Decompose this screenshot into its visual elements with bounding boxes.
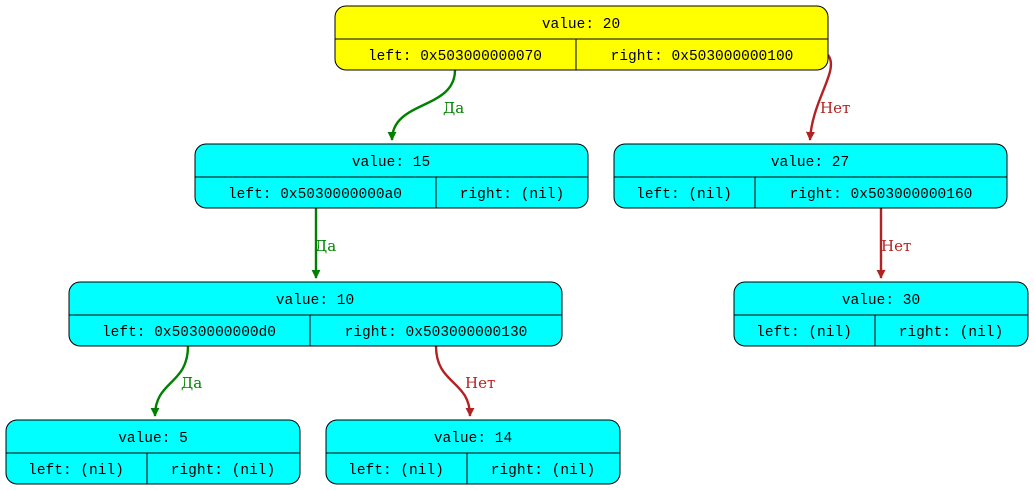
node-left-pointer: left: 0x5030000000d0 [102,325,276,341]
node-right-pointer: right: 0x503000000160 [790,187,973,203]
node-value: value: 30 [842,293,920,309]
edge-label-no: Нет [465,374,495,392]
node-value: value: 20 [542,17,620,33]
node-left-pointer: left: 0x5030000000a0 [228,187,402,203]
node-box [325,419,621,485]
node-left-pointer: left: (nil) [636,187,732,203]
node-value: value: 14 [434,431,512,447]
node-box [194,143,589,209]
edge-20-to-15: Да [387,69,464,141]
edge-label-yes: Да [181,374,202,392]
tree-node-20: value: 20 left: 0x503000000070 right: 0x… [334,5,829,71]
tree-node-15: value: 15 left: 0x5030000000a0 right: (n… [194,143,589,209]
node-box [68,281,563,347]
node-right-pointer: right: 0x503000000100 [611,49,794,65]
tree-node-30: value: 30 left: (nil) right: (nil) [733,281,1029,347]
edge-15-to-10: Да [311,208,336,279]
node-box [5,419,301,485]
node-box [334,5,829,71]
node-left-pointer: left: 0x503000000070 [368,49,542,65]
node-left-pointer: left: (nil) [28,463,124,479]
node-left-pointer: left: (nil) [756,325,852,341]
edge-27-to-30: Нет [876,208,911,279]
node-right-pointer: right: (nil) [460,187,564,203]
node-right-pointer: right: 0x503000000130 [345,325,528,341]
edge-label-no: Нет [820,99,850,117]
edge-10-to-14: Нет [434,345,495,417]
node-value: value: 27 [771,155,849,171]
node-value: value: 5 [118,431,188,447]
node-box [613,143,1008,209]
node-value: value: 15 [352,155,430,171]
tree-node-14: value: 14 left: (nil) right: (nil) [325,419,621,485]
edge-10-to-5: Да [150,345,202,417]
node-right-pointer: right: (nil) [491,463,595,479]
node-right-pointer: right: (nil) [171,463,275,479]
edge-label-yes: Да [443,99,464,117]
edge-label-yes: Да [315,237,336,255]
edge-20-to-27: Нет [805,54,850,141]
node-left-pointer: left: (nil) [348,463,444,479]
node-box [733,281,1029,347]
tree-node-10: value: 10 left: 0x5030000000d0 right: 0x… [68,281,563,347]
node-value: value: 10 [276,293,354,309]
tree-node-5: value: 5 left: (nil) right: (nil) [5,419,301,485]
tree-node-27: value: 27 left: (nil) right: 0x503000000… [613,143,1008,209]
node-right-pointer: right: (nil) [899,325,1003,341]
edge-label-no: Нет [881,237,911,255]
